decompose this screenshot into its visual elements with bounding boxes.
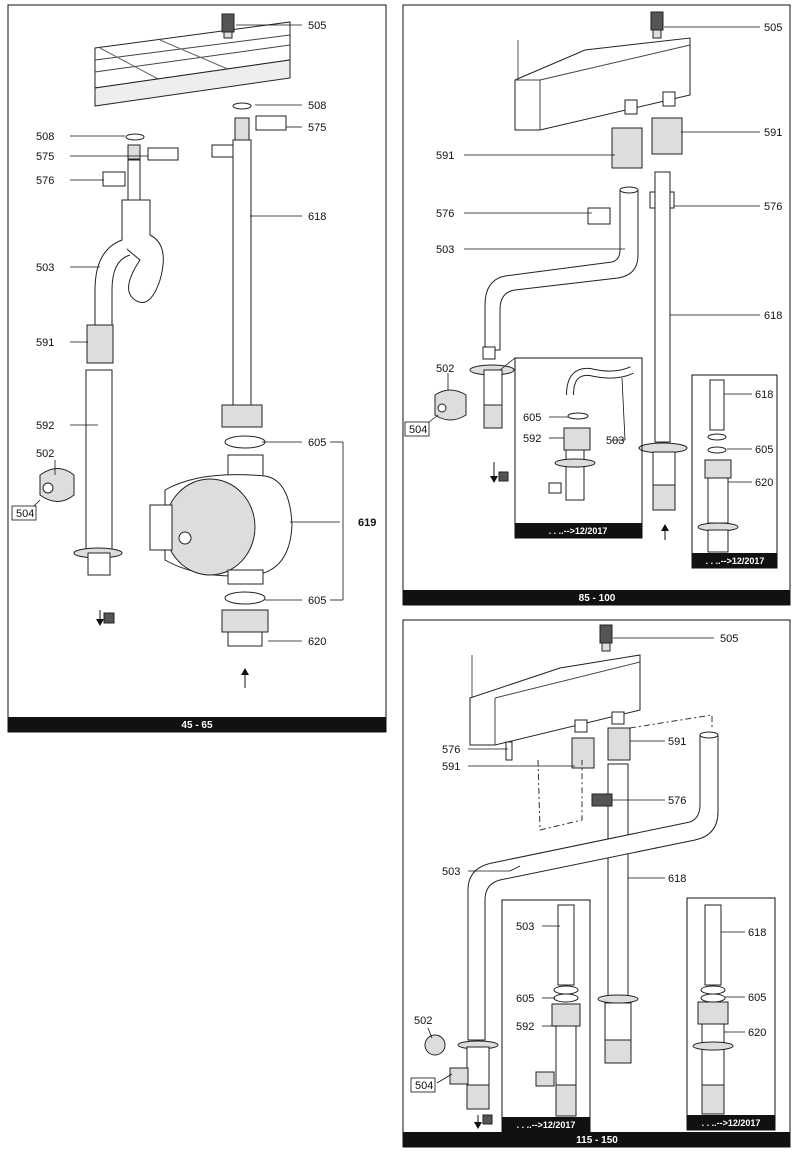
label-503: 503 xyxy=(436,244,454,256)
inset-592-retrofit: . . ..-->12/2017 605 592 503 xyxy=(499,357,643,539)
label-605: 605 xyxy=(755,444,773,456)
label-591: 591 xyxy=(436,150,454,162)
inset-caption: . . ..-->12/2017 xyxy=(706,556,765,566)
label-605: 605 xyxy=(516,993,534,1005)
label-620: 620 xyxy=(755,477,773,489)
valve-505 xyxy=(221,13,235,39)
panel-footer-85-100: 85 - 100 xyxy=(579,593,616,604)
label-618: 618 xyxy=(755,389,773,401)
label-505: 505 xyxy=(720,633,738,645)
label-575: 575 xyxy=(36,151,54,163)
panel-footer-45-65: 45 - 65 xyxy=(181,720,213,731)
left-pipe-assembly xyxy=(39,133,179,626)
inset-592-retrofit: . . ..-->12/2017 503 605 592 xyxy=(501,899,591,1133)
label-618: 618 xyxy=(668,873,686,885)
label-591: 591 xyxy=(668,736,686,748)
label-503: 503 xyxy=(516,921,534,933)
label-576: 576 xyxy=(436,208,454,220)
label-505: 505 xyxy=(308,20,326,32)
label-592: 592 xyxy=(523,433,541,445)
inset-caption: . . ..-->12/2017 xyxy=(702,1118,761,1128)
label-620: 620 xyxy=(748,1027,766,1039)
label-592: 592 xyxy=(516,1021,534,1033)
label-508: 508 xyxy=(36,131,54,143)
pipe-assembly xyxy=(434,117,688,540)
right-pipe-assembly xyxy=(149,102,293,688)
heat-exchanger xyxy=(514,37,691,131)
label-605: 605 xyxy=(308,595,326,607)
label-502: 502 xyxy=(436,363,454,375)
label-503: 503 xyxy=(36,262,54,274)
label-503: 503 xyxy=(606,435,624,447)
inset-caption: . . ..-->12/2017 xyxy=(517,1120,576,1130)
leader-lines-p3 xyxy=(427,637,714,1084)
label-504: 504 xyxy=(415,1080,433,1092)
label-619: 619 xyxy=(358,517,376,529)
panel-45-65: 45 - 65 xyxy=(7,4,387,733)
label-505: 505 xyxy=(764,22,782,34)
label-504: 504 xyxy=(409,424,427,436)
label-591: 591 xyxy=(442,761,460,773)
leader-lines-p1 xyxy=(29,24,344,642)
panel-footer-115-150: 115 - 150 xyxy=(576,1135,618,1146)
label-591: 591 xyxy=(764,127,782,139)
label-508: 508 xyxy=(308,100,326,112)
valve-505 xyxy=(599,624,613,652)
label-592: 592 xyxy=(36,420,54,432)
label-618: 618 xyxy=(748,927,766,939)
leader-lines-p2 xyxy=(427,26,760,424)
heat-exchanger xyxy=(94,21,291,107)
heat-exchanger xyxy=(469,654,641,746)
label-591: 591 xyxy=(36,337,54,349)
pipe-assembly xyxy=(424,714,719,1129)
label-576: 576 xyxy=(442,744,460,756)
label-576: 576 xyxy=(668,795,686,807)
panel-115-150: 115 - 150 xyxy=(402,619,791,1148)
label-618: 618 xyxy=(308,211,326,223)
inset-620-retrofit: . . ..-->12/2017 618 605 620 xyxy=(686,897,776,1131)
label-620: 620 xyxy=(308,636,326,648)
panel-85-100: 85 - 100 xyxy=(402,4,791,606)
label-575: 575 xyxy=(308,122,326,134)
pump-619 xyxy=(149,454,293,585)
label-618: 618 xyxy=(764,310,782,322)
label-605: 605 xyxy=(523,412,541,424)
label-502: 502 xyxy=(414,1015,432,1027)
label-503: 503 xyxy=(442,866,460,878)
valve-505 xyxy=(650,11,664,39)
label-576: 576 xyxy=(36,175,54,187)
label-504: 504 xyxy=(16,508,34,520)
label-605: 605 xyxy=(308,437,326,449)
label-576: 576 xyxy=(764,201,782,213)
label-605: 605 xyxy=(748,992,766,1004)
inset-620-retrofit: . . ..-->12/2017 618 605 620 xyxy=(691,374,778,569)
label-502: 502 xyxy=(36,448,54,460)
inset-caption: . . ..-->12/2017 xyxy=(549,526,608,536)
